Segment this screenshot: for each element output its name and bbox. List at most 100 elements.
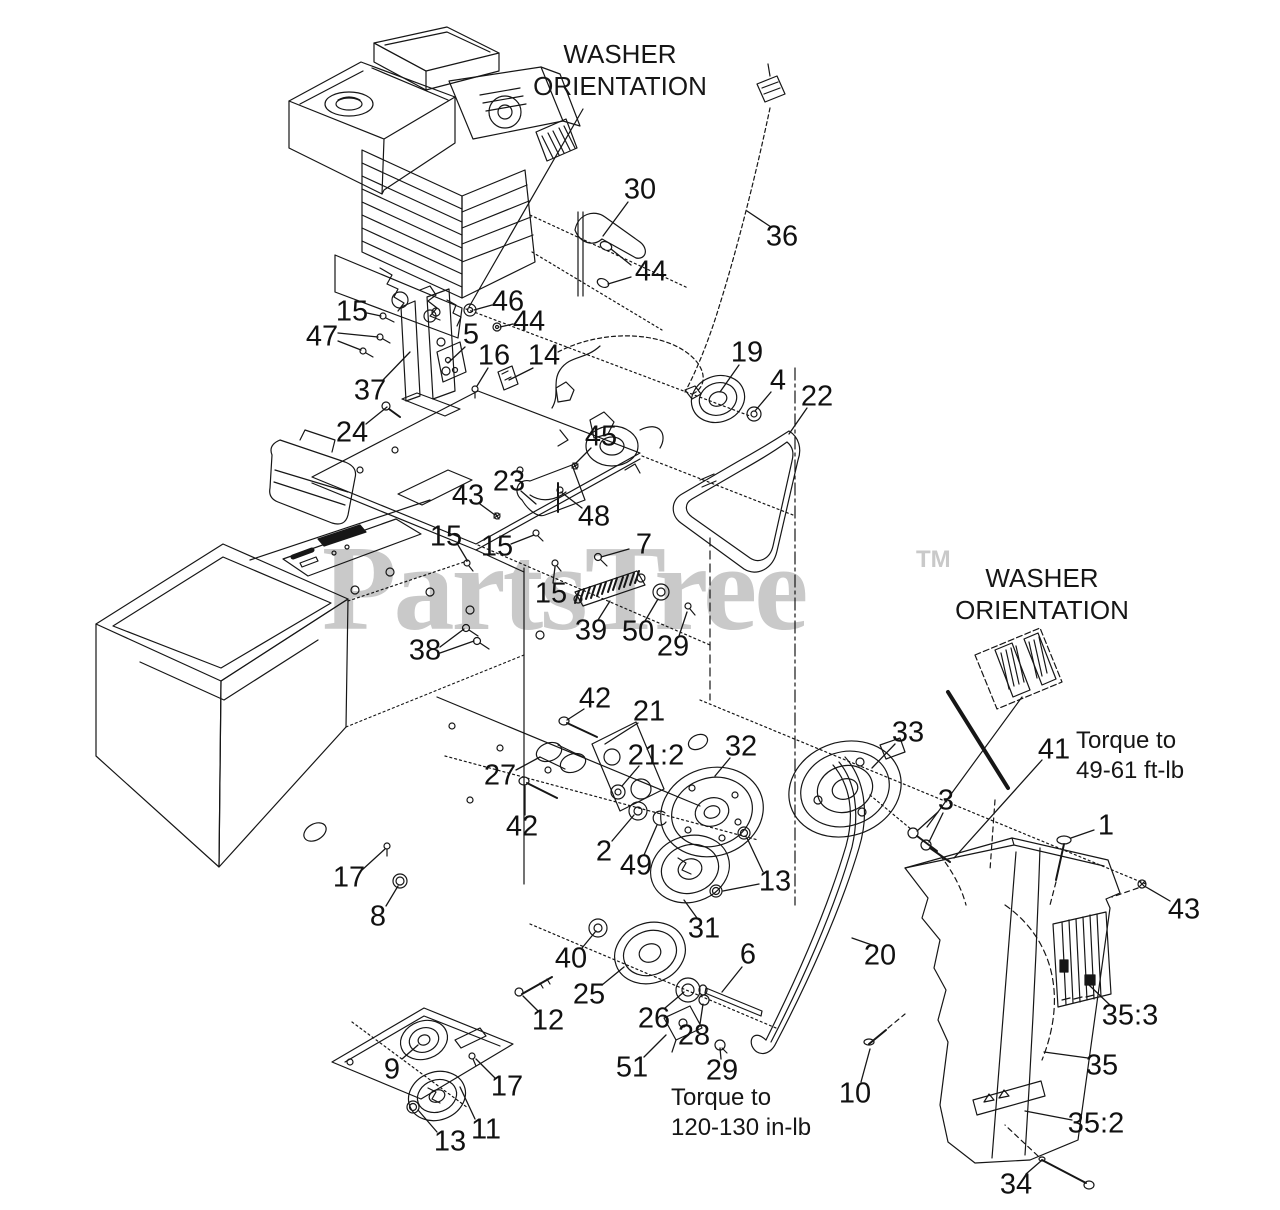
leader-line-21-2 — [621, 765, 640, 787]
leader-line-13 — [746, 837, 764, 873]
leader-line-15 — [552, 566, 556, 584]
leader-line-35-2 — [1024, 1110, 1073, 1121]
jackshaft-group — [518, 716, 906, 904]
callout-42: 42 — [578, 682, 612, 715]
leader-line-21 — [604, 722, 639, 745]
leader-line-29 — [719, 1047, 722, 1060]
callout-37: 37 — [353, 374, 387, 407]
left-lower-group — [331, 976, 553, 1122]
washer-orientation-note-top: WASHER ORIENTATION — [520, 38, 720, 102]
callout-42: 42 — [505, 810, 539, 843]
leader-line-37 — [382, 351, 411, 381]
leader-line-2 — [611, 814, 635, 842]
callout-34: 34 — [999, 1168, 1033, 1201]
callout-29: 29 — [656, 630, 690, 663]
callout-21-2: 21:2 — [627, 739, 685, 772]
washer-note-top-line2: ORIENTATION — [533, 71, 707, 101]
callout-47: 47 — [305, 320, 339, 353]
leader-line-13 — [722, 883, 760, 892]
callout-15: 15 — [335, 295, 369, 328]
callout-15: 15 — [534, 577, 568, 610]
leader-line-5 — [447, 346, 466, 364]
callout-6: 6 — [739, 938, 757, 971]
leader-line-38 — [439, 640, 475, 654]
callout-1: 1 — [1097, 809, 1115, 842]
leader-line-44 — [499, 323, 514, 328]
callout-27: 27 — [483, 759, 517, 792]
leader-line-15 — [366, 312, 382, 317]
leader-line-26 — [664, 991, 685, 1009]
leader-lines — [337, 201, 1171, 1175]
washer-orientation-graphics — [468, 108, 1063, 828]
callout-29: 29 — [705, 1054, 739, 1087]
callout-44: 44 — [512, 305, 546, 338]
leader-line-32 — [714, 757, 731, 777]
leader-line-7 — [600, 548, 630, 558]
leader-line-22 — [788, 407, 808, 435]
callout-49: 49 — [619, 849, 653, 882]
leader-line-16 — [476, 367, 489, 387]
leader-line-35 — [1043, 1051, 1089, 1059]
callout-8: 8 — [369, 900, 387, 933]
callout-9: 9 — [383, 1053, 401, 1086]
callout-7: 7 — [635, 528, 653, 561]
leader-line-23 — [520, 490, 537, 505]
callout-15: 15 — [480, 530, 514, 563]
callout-38: 38 — [408, 634, 442, 667]
callout-21: 21 — [632, 695, 666, 728]
leader-line-38 — [439, 628, 465, 648]
torque-upper-line1: Torque to — [1076, 727, 1177, 754]
leader-line-13 — [417, 1109, 438, 1133]
leader-line-43 — [1145, 886, 1171, 902]
callout-13: 13 — [758, 865, 792, 898]
callout-39: 39 — [574, 614, 608, 647]
leader-line-17 — [361, 848, 386, 871]
leader-line-12 — [522, 995, 539, 1012]
callout-46: 46 — [491, 285, 525, 318]
callout-45: 45 — [584, 420, 618, 453]
watermark-trademark: TM — [916, 546, 951, 573]
leader-line-15 — [510, 534, 535, 545]
callout-31: 31 — [687, 912, 721, 945]
callout-13: 13 — [433, 1125, 467, 1158]
leader-line-25 — [601, 966, 625, 986]
callout-28: 28 — [677, 1019, 711, 1052]
callout-2: 2 — [595, 835, 613, 868]
callout-16: 16 — [477, 339, 511, 372]
construction-lines — [345, 214, 1147, 1109]
leader-line-1 — [1070, 829, 1095, 839]
leader-line-6 — [721, 966, 743, 993]
hopper-box — [95, 499, 545, 868]
callout-33: 33 — [891, 716, 925, 749]
callout-17: 17 — [332, 861, 366, 894]
leader-line-20 — [851, 937, 873, 946]
leader-line-30 — [602, 201, 629, 237]
callout-19: 19 — [730, 336, 764, 369]
leader-line-45 — [574, 447, 592, 465]
torque-note-lower: Torque to 120-130 in-lb — [671, 1083, 811, 1143]
leader-line-42 — [566, 708, 585, 721]
callout-48: 48 — [577, 500, 611, 533]
callout-35-3: 35:3 — [1101, 999, 1159, 1032]
callout-14: 14 — [527, 339, 561, 372]
washer-note-right-line2: ORIENTATION — [955, 595, 1129, 625]
callout-51: 51 — [615, 1051, 649, 1084]
leader-line-44 — [607, 276, 632, 285]
mount-brackets — [359, 288, 579, 470]
leader-line-44 — [610, 248, 632, 266]
callout-50: 50 — [621, 615, 655, 648]
leader-line-17 — [475, 1058, 496, 1079]
leader-line-28 — [699, 1003, 704, 1025]
leader-line-39 — [597, 600, 611, 621]
leader-line-33 — [871, 743, 896, 769]
callout-41: 41 — [1037, 733, 1071, 766]
callout-22: 22 — [800, 380, 834, 413]
pulley19-belt22 — [672, 374, 801, 573]
leader-line-10 — [860, 1048, 871, 1083]
belt-cover — [863, 690, 1147, 1190]
callout-44: 44 — [634, 255, 668, 288]
leader-line-3 — [928, 812, 944, 843]
torque-note-upper: Torque to 49-61 ft-lb — [1076, 726, 1184, 786]
callout-25: 25 — [572, 978, 606, 1011]
